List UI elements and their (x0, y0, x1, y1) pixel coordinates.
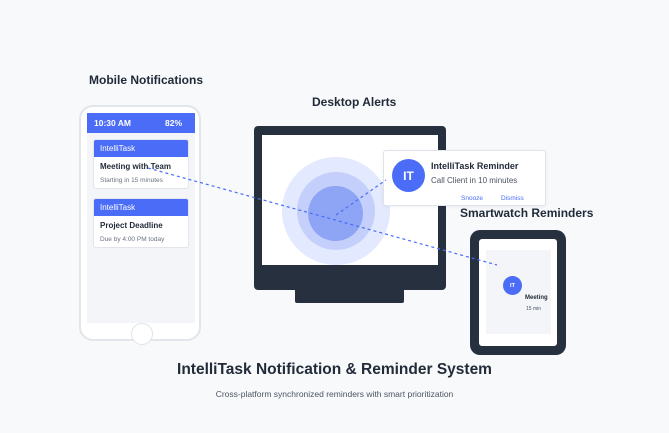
desktop-alert-popup[interactable]: IT IntelliTask Reminder Call Client in 1… (383, 150, 546, 206)
diagram-subtitle: Cross-platform synchronized reminders wi… (215, 389, 454, 399)
alert-title: IntelliTask Reminder (431, 161, 519, 171)
diagram-title: IntelliTask Notification & Reminder Syst… (177, 361, 492, 378)
smartwatch-device: IT Meeting 15 min (470, 230, 566, 355)
phone-status-bar: 10:30 AM 82% (87, 113, 195, 133)
notification-title: Project Deadline (100, 221, 163, 230)
alert-message: Call Client in 10 minutes (431, 176, 518, 185)
watch-screen: IT Meeting 15 min (479, 239, 557, 346)
watch-notification-detail: 15 min (526, 306, 542, 312)
snooze-button[interactable]: Snooze (461, 195, 484, 202)
mobile-label: Mobile Notifications (89, 73, 203, 87)
phone-notification-2[interactable]: IntelliTask Project Deadline Due by 4:00… (93, 198, 189, 248)
monitor-stand (295, 288, 404, 303)
dismiss-button[interactable]: Dismiss (501, 195, 524, 202)
status-time: 10:30 AM (94, 118, 132, 128)
status-battery: 82% (164, 118, 182, 128)
notification-detail: Starting in 15 minutes (100, 177, 163, 184)
desktop-label: Desktop Alerts (312, 95, 397, 109)
signal-glow-core (308, 186, 363, 241)
notification-detail: Due by 4:00 PM today (100, 236, 165, 243)
watch-notification-title: Meeting (525, 295, 548, 301)
smartwatch-label: Smartwatch Reminders (460, 206, 594, 220)
phone-device: 10:30 AM 82% IntelliTask Meeting with Te… (79, 105, 201, 345)
notification-app-name: IntelliTask (94, 140, 188, 157)
phone-notification-1[interactable]: IntelliTask Meeting with Team Starting i… (93, 139, 189, 189)
watch-app-avatar: IT (503, 276, 522, 295)
alert-app-avatar: IT (392, 159, 425, 192)
watch-notification-card[interactable]: IT Meeting 15 min (486, 250, 551, 334)
phone-screen: 10:30 AM 82% IntelliTask Meeting with Te… (87, 113, 195, 323)
phone-home-button[interactable] (131, 323, 153, 345)
notification-app-name: IntelliTask (94, 199, 188, 216)
notification-title: Meeting with Team (100, 162, 171, 171)
